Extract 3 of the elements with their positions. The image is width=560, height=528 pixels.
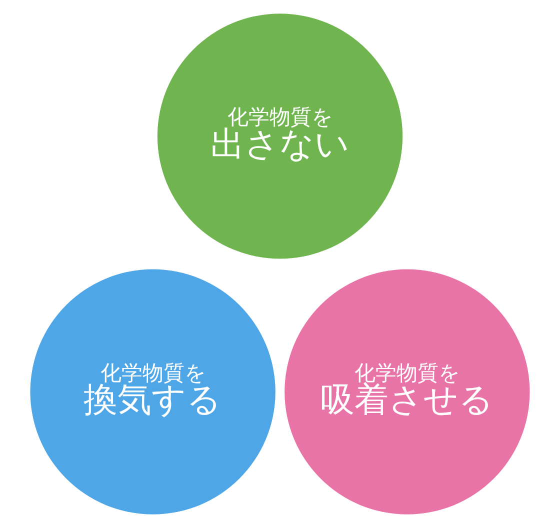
node-circle: 化学物質を 出さない [157, 14, 403, 259]
node-circle: 化学物質を 換気する [30, 269, 276, 514]
node-circle: 化学物質を 吸着させる [284, 269, 530, 514]
